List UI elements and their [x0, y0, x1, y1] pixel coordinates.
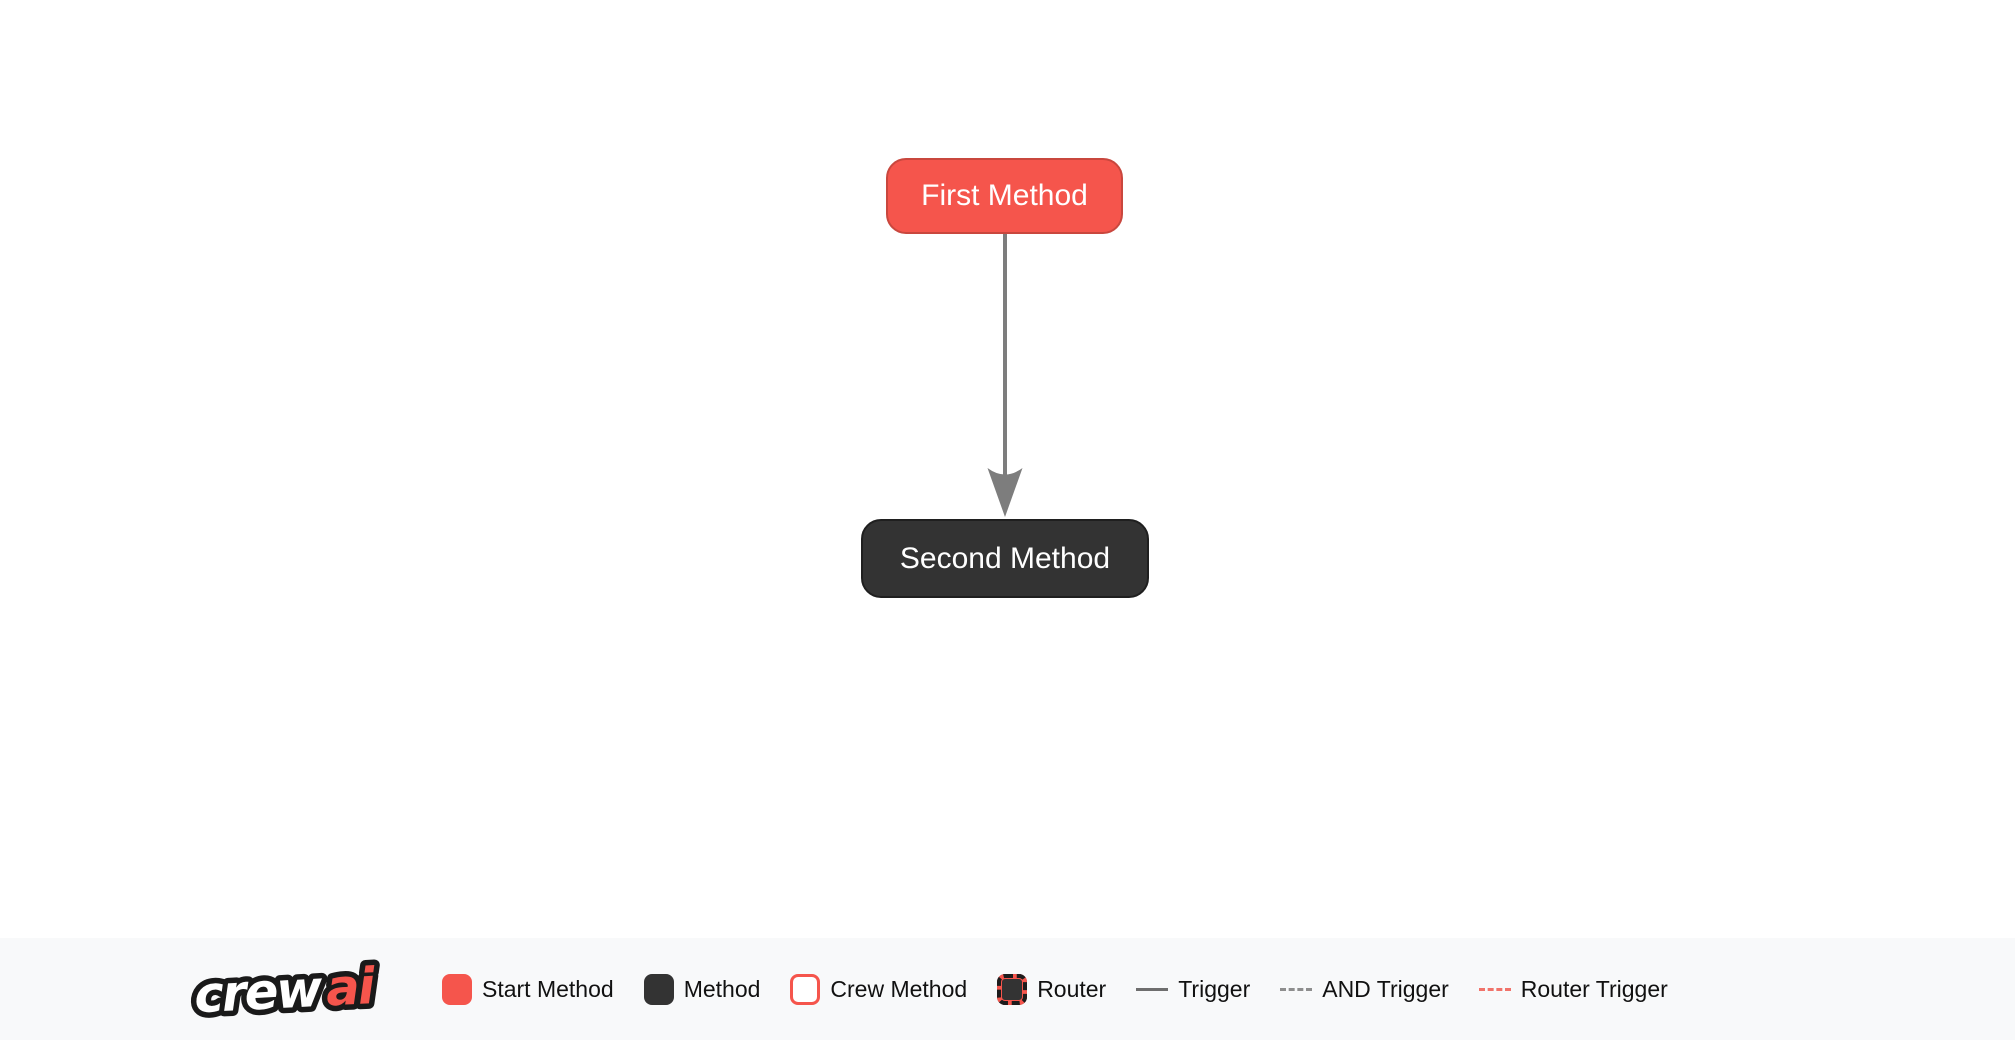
- legend-label: Start Method: [482, 975, 614, 1002]
- router-swatch-icon: [997, 973, 1028, 1005]
- flow-node-label: First Method: [921, 179, 1088, 212]
- legend-item-trigger: Trigger: [1136, 976, 1250, 1003]
- method-swatch-icon: [643, 973, 674, 1005]
- legend-bar: crew ai Start Method Method Crew Method …: [0, 938, 2015, 1040]
- legend-item-router: Router: [997, 973, 1107, 1005]
- legend-item-method: Method: [643, 973, 761, 1005]
- legend-item-and-trigger: AND Trigger: [1280, 976, 1449, 1003]
- trigger-edge-arrow: [987, 234, 1023, 517]
- legend-label: Router: [1037, 975, 1107, 1002]
- logo-crew-text: crew: [193, 960, 325, 1025]
- router-trigger-line-icon: [1478, 987, 1511, 991]
- legend-item-start-method: Start Method: [442, 973, 614, 1005]
- legend-item-crew-method: Crew Method: [790, 973, 968, 1005]
- flow-canvas[interactable]: First Method Second Method: [0, 0, 2015, 938]
- logo-ai-text: ai: [324, 957, 377, 1018]
- legend-label: Trigger: [1178, 975, 1251, 1002]
- flow-node-first-method[interactable]: First Method: [886, 158, 1123, 234]
- legend-item-router-trigger: Router Trigger: [1478, 975, 1668, 1003]
- flow-node-label: Second Method: [899, 541, 1111, 575]
- crewai-logo: crew ai: [190, 952, 383, 1026]
- legend-label: Crew Method: [830, 975, 968, 1002]
- legend-label: Router Trigger: [1520, 975, 1668, 1002]
- legend-label: Method: [683, 975, 761, 1002]
- trigger-line-icon: [1136, 987, 1169, 991]
- start-method-swatch-icon: [442, 973, 472, 1005]
- crew-method-swatch-icon: [790, 973, 821, 1005]
- flow-node-second-method[interactable]: Second Method: [861, 519, 1149, 598]
- legend-label: AND Trigger: [1322, 975, 1449, 1002]
- and-trigger-line-icon: [1280, 987, 1313, 991]
